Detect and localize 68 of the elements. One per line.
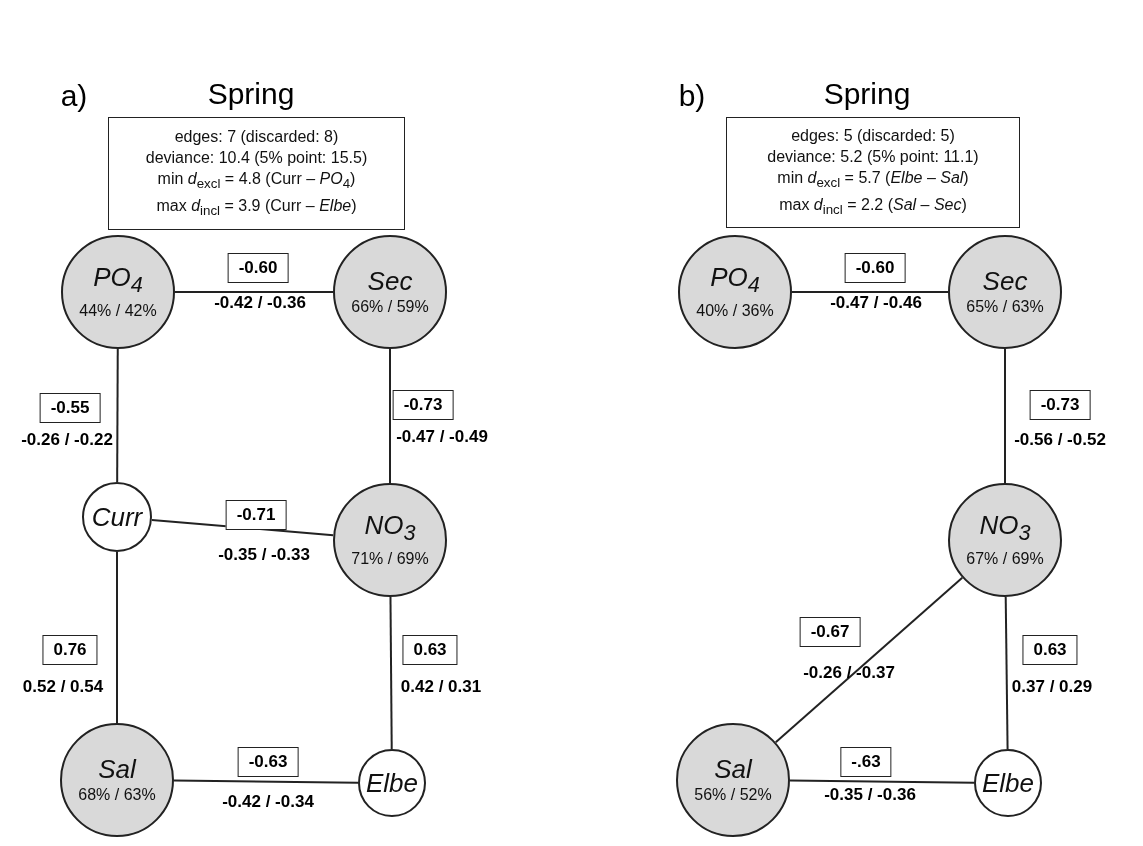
- correlation-label: -0.67: [799, 617, 861, 647]
- correlation-label: -0.60: [844, 253, 906, 283]
- variable-name: Sec: [982, 267, 1028, 295]
- variable-name: Sec: [367, 267, 413, 295]
- correlation-label: -0.73: [392, 390, 454, 420]
- statistics-box: [108, 117, 405, 230]
- statistics-text: min d$_{excl}$ = 5.7 (Elbe – Sal): [777, 168, 969, 193]
- partial-correlation-text: -0.35 / -0.36: [824, 785, 916, 805]
- percentage-text: 65% / 63%: [966, 297, 1044, 317]
- variable-name: Curr: [91, 503, 143, 531]
- correlation-label: -0.55: [39, 393, 101, 423]
- variable-name: PO$_{4}$: [710, 262, 760, 300]
- percentage-text: 40% / 36%: [696, 301, 774, 322]
- connector-line: [174, 291, 334, 293]
- percentage-text: 56% / 52%: [694, 785, 772, 805]
- partial-correlation-text: 0.37 / 0.29: [1011, 677, 1093, 697]
- partial-correlation-text: -0.47 / -0.46: [830, 293, 922, 313]
- connector-line: [116, 551, 118, 724]
- correlation-label: -0.60: [227, 253, 289, 283]
- partial-correlation-text: -0.26 / -0.37: [803, 663, 895, 683]
- variable-name: Sal: [714, 755, 752, 783]
- variable-name: Elbe: [981, 769, 1034, 797]
- correlation-label: -0.73: [1029, 390, 1091, 420]
- correlation-label: -.63: [840, 747, 892, 777]
- correlation-label: 0.63: [1022, 635, 1078, 665]
- panel-letter: b): [678, 79, 706, 113]
- connector-line: [1004, 348, 1006, 484]
- variable-name: NO$_{3}$: [979, 510, 1031, 548]
- partial-correlation-text: -0.42 / -0.34: [222, 792, 314, 812]
- statistics-text: max d$_{incl}$ = 2.2 (Sal – Sec): [779, 194, 967, 219]
- correlation-label: 0.63: [402, 635, 458, 665]
- connector-line: [389, 348, 391, 484]
- statistics-text: deviance: 10.4 (5% point: 15.5): [145, 148, 368, 169]
- statistics-text: max d$_{incl}$ = 3.9 (Curr – Elbe): [156, 195, 357, 220]
- variable-name: PO$_{4}$: [93, 262, 143, 300]
- partial-correlation-text: 0.42 / 0.31: [400, 677, 482, 697]
- partial-correlation-text: 0.52 / 0.54: [22, 677, 104, 697]
- partial-correlation-text: -0.26 / -0.22: [21, 430, 113, 450]
- variable-name: NO$_{3}$: [364, 510, 416, 548]
- connector-line: [173, 779, 359, 784]
- correlation-label: -0.63: [237, 747, 299, 777]
- partial-correlation-text: -0.35 / -0.33: [218, 545, 310, 565]
- percentage-text: 68% / 63%: [78, 785, 156, 805]
- correlation-label: 0.76: [42, 635, 98, 665]
- statistics-text: edges: 7 (discarded: 8): [174, 127, 339, 148]
- percentage-text: 67% / 69%: [966, 549, 1044, 570]
- partial-correlation-text: -0.42 / -0.36: [214, 293, 306, 313]
- percentage-text: 44% / 42%: [79, 301, 157, 322]
- statistics-text: edges: 5 (discarded: 5): [791, 126, 955, 147]
- panel-title: Spring: [207, 77, 295, 111]
- correlation-label: -0.71: [225, 500, 287, 530]
- connector-line: [1004, 596, 1009, 750]
- percentage-text: 66% / 59%: [351, 297, 429, 317]
- connector-line: [789, 779, 975, 784]
- connector-line: [116, 348, 119, 483]
- connector-line: [791, 291, 949, 293]
- percentage-text: 71% / 69%: [351, 549, 429, 570]
- statistics-text: deviance: 5.2 (5% point: 11.1): [767, 147, 979, 168]
- partial-correlation-text: -0.47 / -0.49: [396, 427, 488, 447]
- statistics-text: min d$_{excl}$ = 4.8 (Curr – PO$_{4}$): [157, 169, 356, 194]
- connector-line: [389, 596, 393, 750]
- panel-title: Spring: [823, 77, 911, 111]
- connector-line: [774, 576, 964, 744]
- variable-name: Elbe: [365, 769, 418, 797]
- panel-letter: a): [60, 79, 88, 113]
- statistics-box: [726, 117, 1020, 228]
- variable-name: Sal: [98, 755, 136, 783]
- partial-correlation-text: -0.56 / -0.52: [1014, 430, 1106, 450]
